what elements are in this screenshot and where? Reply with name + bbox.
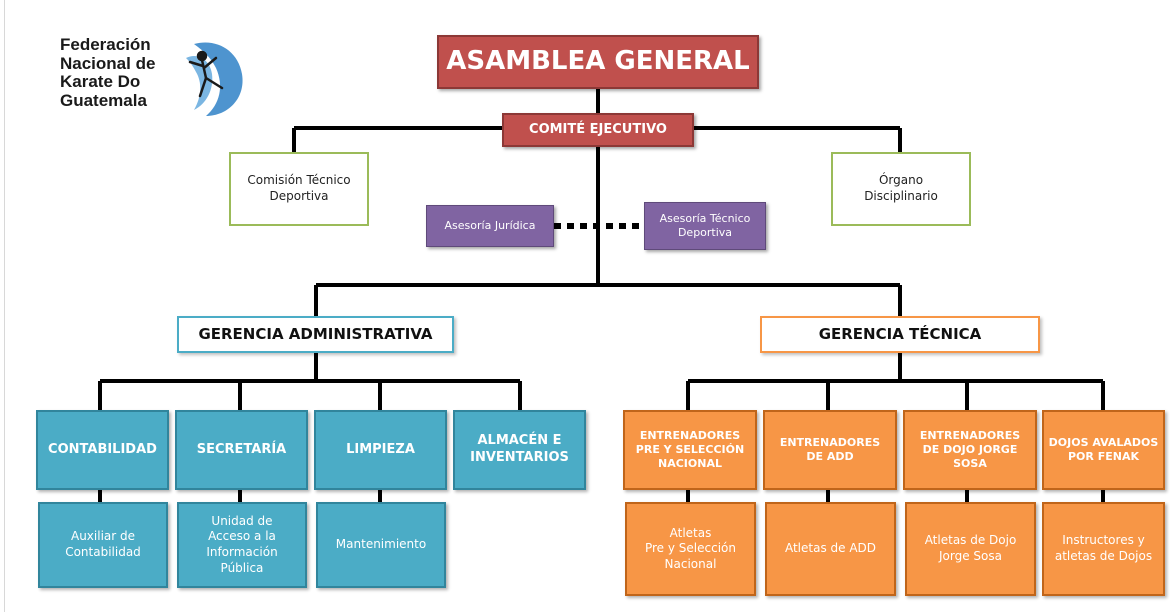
gerencia-tecnica-box: GERENCIA TÉCNICA: [760, 316, 1040, 353]
atletas-dojo-jorge-sosa-box: Atletas de Dojo Jorge Sosa: [905, 502, 1036, 596]
gerencia-administrativa-label: GERENCIA ADMINISTRATIVA: [198, 324, 433, 343]
federation-logo-text: Federación Nacional de Karate Do Guatema…: [60, 35, 156, 111]
asesoria-juridica-box: Asesoría Jurídica: [426, 205, 554, 247]
secretaria-box: SECRETARÍA: [175, 410, 308, 490]
logo-line: Karate Do: [60, 72, 141, 92]
atletas-pre-seleccion-box: Atletas Pre y Selección Nacional: [625, 502, 756, 596]
dojos-avalados-fenak-label: DOJOS AVALADOS POR FENAK: [1048, 435, 1159, 463]
logo-line: Guatemala: [60, 91, 147, 111]
logo-line: Federación: [60, 35, 151, 54]
comision-tecnico-deportiva-box: Comisión Técnico Deportiva: [229, 152, 369, 226]
gerencia-administrativa-box: GERENCIA ADMINISTRATIVA: [177, 316, 454, 353]
asesoria-tecnico-deportiva-label: Asesoría Técnico Deportiva: [659, 211, 751, 239]
entrenadores-pre-seleccion-box: ENTRENADORES PRE Y SELECCIÓN NACIONAL: [623, 410, 757, 490]
atletas-add-label: Atletas de ADD: [784, 541, 877, 556]
gerencia-tecnica-label: GERENCIA TÉCNICA: [818, 324, 982, 343]
entrenadores-add-box: ENTRENADORES DE ADD: [763, 410, 897, 490]
entrenadores-add-label: ENTRENADORES DE ADD: [779, 435, 881, 463]
almacen-inventarios-box: ALMACÉN E INVENTARIOS: [453, 410, 586, 490]
entrenadores-dojo-jorge-sosa-box: ENTRENADORES DE DOJO JORGE SOSA: [903, 410, 1037, 490]
entrenadores-pre-seleccion-label: ENTRENADORES PRE Y SELECCIÓN NACIONAL: [635, 428, 745, 471]
instructores-atletas-dojos-box: Instructores y atletas de Dojos: [1042, 502, 1165, 596]
secretaria-label: SECRETARÍA: [196, 441, 287, 457]
atletas-add-box: Atletas de ADD: [765, 502, 896, 596]
dojos-avalados-fenak-box: DOJOS AVALADOS POR FENAK: [1042, 410, 1165, 490]
entrenadores-dojo-jorge-sosa-label: ENTRENADORES DE DOJO JORGE SOSA: [919, 428, 1021, 471]
instructores-atletas-dojos-label: Instructores y atletas de Dojos: [1054, 533, 1153, 563]
atletas-pre-seleccion-label: Atletas Pre y Selección Nacional: [644, 525, 736, 571]
page-left-rule: [4, 0, 5, 612]
unidad-acceso-informacion-label: Unidad de Acceso a la Información Públic…: [206, 513, 278, 575]
asesoria-juridica-label: Asesoría Jurídica: [444, 218, 536, 232]
auxiliar-contabilidad-label: Auxiliar de Contabilidad: [65, 529, 141, 559]
contabilidad-box: CONTABILIDAD: [36, 410, 169, 490]
limpieza-box: LIMPIEZA: [314, 410, 447, 490]
karate-emblem-icon: [186, 42, 243, 117]
mantenimiento-label: Mantenimiento: [335, 537, 427, 552]
almacen-inventarios-label: ALMACÉN E INVENTARIOS: [470, 433, 569, 465]
comite-ejecutivo-label: COMITÉ EJECUTIVO: [529, 121, 667, 137]
organo-disciplinario-box: Órgano Disciplinario: [831, 152, 971, 226]
organo-disciplinario-label: Órgano Disciplinario: [864, 173, 938, 203]
limpieza-label: LIMPIEZA: [346, 441, 415, 457]
comision-tecnico-deportiva-label: Comisión Técnico Deportiva: [247, 173, 351, 203]
mantenimiento-box: Mantenimiento: [316, 502, 446, 588]
asesoria-tecnico-deportiva-box: Asesoría Técnico Deportiva: [644, 202, 766, 250]
asamblea-general-label: ASAMBLEA GENERAL: [446, 46, 750, 77]
auxiliar-contabilidad-box: Auxiliar de Contabilidad: [38, 502, 168, 588]
comite-ejecutivo-box: COMITÉ EJECUTIVO: [502, 113, 694, 147]
atletas-dojo-jorge-sosa-label: Atletas de Dojo Jorge Sosa: [924, 533, 1017, 563]
unidad-acceso-informacion-box: Unidad de Acceso a la Información Públic…: [177, 502, 307, 588]
contabilidad-label: CONTABILIDAD: [48, 441, 157, 457]
asamblea-general-box: ASAMBLEA GENERAL: [437, 35, 759, 89]
logo-line: Nacional de: [60, 53, 156, 73]
